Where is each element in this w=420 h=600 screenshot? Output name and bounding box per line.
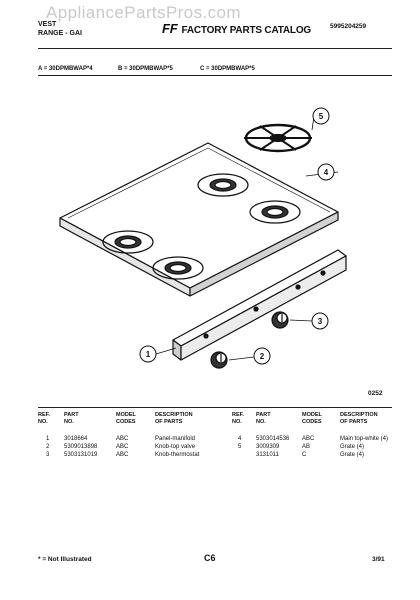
header-model-right: MODEL CODES: [302, 412, 322, 426]
header-ref-line2: NO.: [38, 419, 48, 425]
header-rule: [38, 48, 392, 49]
row-right-2-desc: Grate (4): [340, 444, 365, 450]
header-desc-line1: DESCRIPTION: [340, 412, 378, 418]
row-right-1-desc: Main top-white (4): [340, 436, 389, 442]
header-part-right: PART NO.: [256, 412, 271, 426]
brand-logo: FF: [162, 21, 178, 36]
row-right-3-desc: Grate (4): [340, 452, 365, 458]
row-left-1-part: 3018664: [64, 436, 88, 442]
row-left-3-desc: Knob-thermostat: [155, 452, 200, 458]
callout-3: 3: [318, 317, 323, 326]
row-left-2-ref: 2: [46, 444, 50, 450]
header-model-line2: CODES: [116, 419, 136, 425]
grate-part: [244, 123, 312, 153]
row-left-1-desc: Panel-manifold: [155, 436, 196, 442]
header-ref-line2: NO.: [232, 419, 242, 425]
revision-date: 3/91: [372, 556, 385, 563]
header-left: VEST RANGE - GAI: [38, 20, 82, 38]
header-ref-left: REF. NO.: [38, 412, 50, 426]
header-desc-line1: DESCRIPTION: [155, 412, 193, 418]
header-brand-line: VEST: [38, 21, 57, 28]
model-b: B = 30DPMBWAP*5: [118, 66, 173, 72]
header-part-line2: NO.: [256, 419, 266, 425]
not-illustrated-note: * = Not Illustrated: [38, 556, 92, 563]
model-rule: [38, 75, 392, 76]
catalog-number: 5995204259: [330, 23, 367, 30]
header-desc-line2: OF PARTS: [340, 419, 368, 425]
header-product-line: RANGE - GAI: [38, 30, 82, 37]
header-ref-right: REF. NO.: [232, 412, 244, 426]
row-right-3-part: 3131011: [256, 452, 279, 458]
row-left-3-codes: ABC: [116, 452, 129, 458]
model-a: A = 30DPMBWAP*4: [38, 66, 93, 72]
watermark-text: AppliancePartsPros.com: [46, 3, 241, 22]
row-left-2-part: 5309013898: [64, 444, 98, 450]
page-number: C6: [204, 553, 216, 563]
figure-code: 0252: [368, 390, 383, 397]
model-c: C = 30DPMBWAP*5: [200, 66, 255, 72]
header-ref-line1: REF.: [38, 412, 50, 418]
knob-top-valve-part: [210, 351, 228, 369]
callout-5: 5: [319, 112, 324, 121]
header-desc-right: DESCRIPTION OF PARTS: [340, 412, 378, 426]
main-top-part: [59, 142, 339, 297]
row-left-1-ref: 1: [46, 436, 50, 442]
row-right-1-ref: 4: [238, 436, 242, 442]
row-right-1-part: 5303014536: [256, 436, 290, 442]
row-left-3-ref: 3: [46, 452, 50, 458]
header-desc-left: DESCRIPTION OF PARTS: [155, 412, 193, 426]
row-right-2-part: 3009309: [256, 444, 280, 450]
header-ref-line1: REF.: [232, 412, 244, 418]
header-model-line1: MODEL: [302, 412, 322, 418]
header-part-line2: NO.: [64, 419, 74, 425]
header-desc-line2: OF PARTS: [155, 419, 183, 425]
header-model-line2: CODES: [302, 419, 322, 425]
row-right-1-codes: ABC: [302, 436, 315, 442]
header-model-left: MODEL CODES: [116, 412, 136, 426]
header-part-line1: PART: [64, 412, 79, 418]
row-left-2-codes: ABC: [116, 444, 129, 450]
callout-4: 4: [324, 168, 329, 177]
header-part-left: PART NO.: [64, 412, 79, 426]
knob-thermostat-part: [271, 311, 289, 329]
row-left-3-part: 5303131019: [64, 452, 98, 458]
row-left-2-desc: Knob-top valve: [155, 444, 196, 450]
catalog-title: FACTORY PARTS CATALOG: [181, 25, 311, 36]
exploded-parts-diagram: 1 2 3 4 5: [59, 107, 347, 369]
callout-2: 2: [260, 352, 265, 361]
row-left-1-codes: ABC: [116, 436, 129, 442]
row-right-2-codes: AB: [302, 444, 311, 450]
header-model-line1: MODEL: [116, 412, 136, 418]
row-right-3-codes: C: [302, 452, 307, 458]
callout-1: 1: [146, 350, 151, 359]
header-part-line1: PART: [256, 412, 271, 418]
row-right-2-ref: 5: [238, 444, 242, 450]
manifold-panel-part: [172, 249, 347, 361]
table-top-rule: [38, 407, 392, 408]
